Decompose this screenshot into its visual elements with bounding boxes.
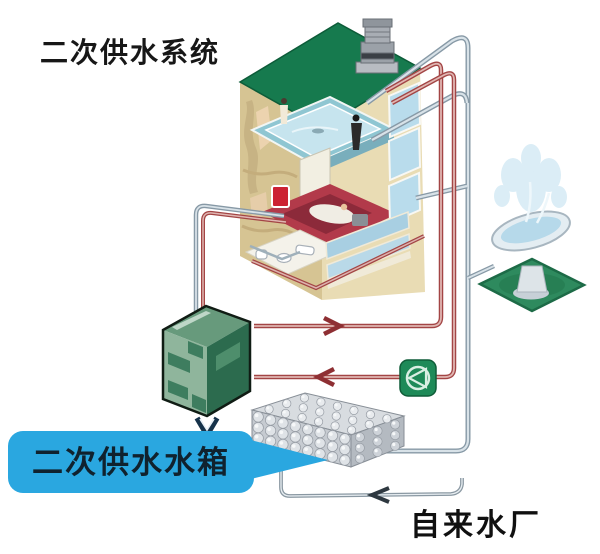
pump-icon — [399, 359, 437, 397]
diagram-title: 二次供水系统 — [40, 36, 220, 68]
balcony-window — [326, 232, 411, 281]
building — [238, 18, 425, 300]
water-plant-label: 自来水厂 — [410, 509, 542, 542]
balcony-rail — [327, 251, 411, 289]
roof-equipment — [355, 18, 399, 74]
riser-pipe-gray — [364, 35, 471, 454]
flow-right-arrow-icon — [322, 315, 346, 337]
red-room — [262, 184, 397, 246]
building-windows — [325, 81, 422, 289]
riser-pipe-red-supply — [254, 61, 444, 329]
tank-module-bumps — [252, 393, 401, 466]
balcony-window — [325, 210, 410, 261]
person-figure — [351, 114, 362, 150]
pump-outlet-pipes — [193, 203, 287, 312]
tank-callout-label: 二次供水水箱 — [32, 445, 230, 480]
flow-left-arrow-icon — [312, 366, 336, 388]
pump-room-vents — [168, 341, 206, 413]
floor-distribution-pipe-red — [251, 234, 425, 291]
person-figure — [280, 98, 288, 124]
fountain — [467, 144, 587, 313]
wall-sign — [271, 185, 290, 208]
pump-room-box — [161, 304, 252, 441]
storage-tank — [250, 392, 406, 468]
tank-callout: 二次供水水箱 — [8, 431, 328, 493]
riser-pipe-red-return — [254, 71, 457, 380]
fountain-spray — [494, 144, 567, 212]
flow-left-arrow-icon — [366, 486, 390, 504]
